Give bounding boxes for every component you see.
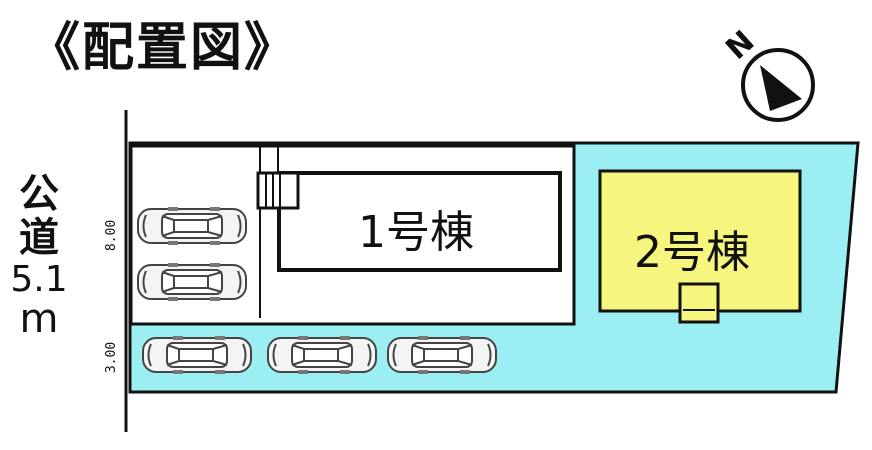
car-2: [137, 263, 247, 301]
building-1: [277, 171, 562, 272]
dimension-lower: 3.00: [104, 341, 120, 374]
building-2-entrance: [678, 282, 720, 324]
road-label: 公 道 5.1 m: [8, 171, 70, 342]
north-arrow-icon: [760, 65, 802, 111]
car-4: [267, 336, 377, 374]
car-3: [142, 336, 252, 374]
road-width-unit: m: [19, 296, 59, 342]
page-title: 《配置図》: [28, 18, 299, 78]
building-2-label: 2号棟: [634, 227, 750, 278]
compass: N: [719, 24, 815, 122]
building-1-entrance: [256, 171, 300, 210]
car-1: [137, 207, 247, 245]
building-1-label: 1号棟: [358, 207, 474, 258]
road-width: 5.1: [10, 259, 68, 300]
dimension-upper: 8.00: [104, 219, 120, 252]
road-label-char-2: 道: [19, 215, 59, 261]
road-label-char-1: 公: [19, 171, 59, 217]
car-5: [387, 336, 497, 374]
